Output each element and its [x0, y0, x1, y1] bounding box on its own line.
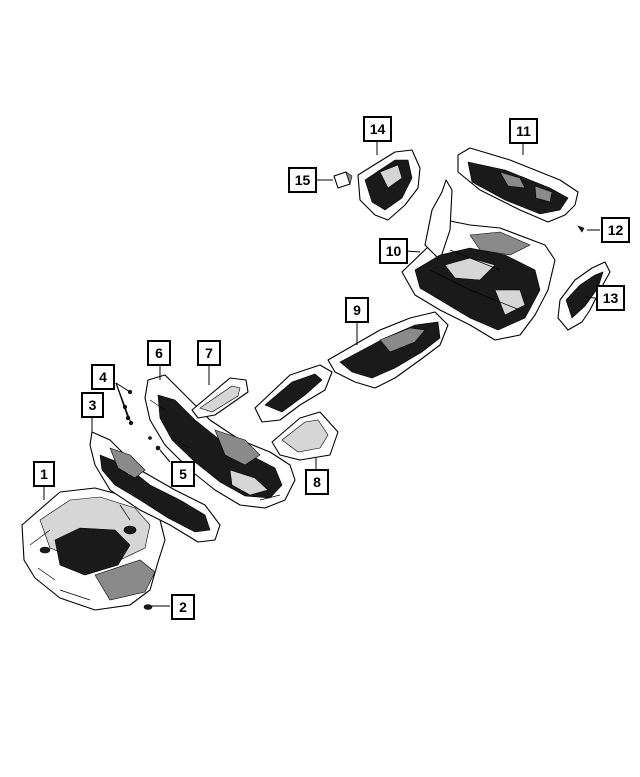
part-6-dash-silencer-upper[interactable] [144, 374, 296, 509]
callout-9: 9 [345, 297, 369, 323]
svg-text:3: 3 [89, 397, 97, 413]
leader-lines [43, 141, 600, 607]
svg-text:11: 11 [516, 123, 531, 139]
part-11-rear-shelf-silencer[interactable] [457, 147, 579, 223]
callout-11: 11 [509, 118, 538, 144]
callout-5: 5 [171, 461, 195, 487]
svg-text:15: 15 [295, 172, 311, 188]
part-14-side-silencer[interactable] [357, 149, 421, 221]
svg-text:5: 5 [179, 466, 187, 482]
svg-text:14: 14 [370, 121, 386, 137]
callout-1: 1 [33, 461, 55, 487]
callout-13: 13 [596, 285, 625, 311]
part-15-block[interactable] [333, 171, 353, 189]
svg-text:7: 7 [205, 345, 213, 361]
svg-text:9: 9 [353, 302, 361, 318]
part-1-silencer-pad[interactable] [21, 487, 166, 611]
callout-12: 12 [601, 217, 630, 243]
callout-3: 3 [81, 392, 104, 418]
part-5-retainer[interactable] [148, 436, 161, 451]
svg-text:2: 2 [179, 599, 187, 615]
part-8-floor-pad[interactable] [271, 411, 339, 461]
callout-4: 4 [91, 364, 115, 390]
callout-7: 7 [197, 340, 221, 366]
part-10-rear-floor-silencer[interactable] [401, 179, 556, 341]
svg-text:8: 8 [313, 474, 321, 490]
tunnel-silencer[interactable] [254, 364, 333, 423]
svg-text:10: 10 [386, 243, 402, 259]
svg-text:12: 12 [608, 222, 624, 238]
svg-text:13: 13 [603, 290, 619, 306]
svg-text:4: 4 [99, 369, 107, 385]
callout-6: 6 [147, 340, 171, 366]
part-2-clip[interactable] [143, 604, 153, 610]
part-12-clip[interactable] [577, 225, 585, 233]
svg-text:6: 6 [155, 345, 163, 361]
svg-text:1: 1 [40, 466, 48, 482]
part-3-dash-silencer[interactable] [89, 431, 221, 543]
part-7-trim-pad[interactable] [191, 377, 249, 419]
part-9-tunnel-silencer-rear[interactable] [327, 311, 449, 389]
callout-14: 14 [363, 116, 392, 142]
callout-2: 2 [171, 594, 195, 620]
callout-15: 15 [288, 167, 317, 193]
callout-10: 10 [379, 238, 408, 264]
callout-8: 8 [305, 469, 329, 495]
